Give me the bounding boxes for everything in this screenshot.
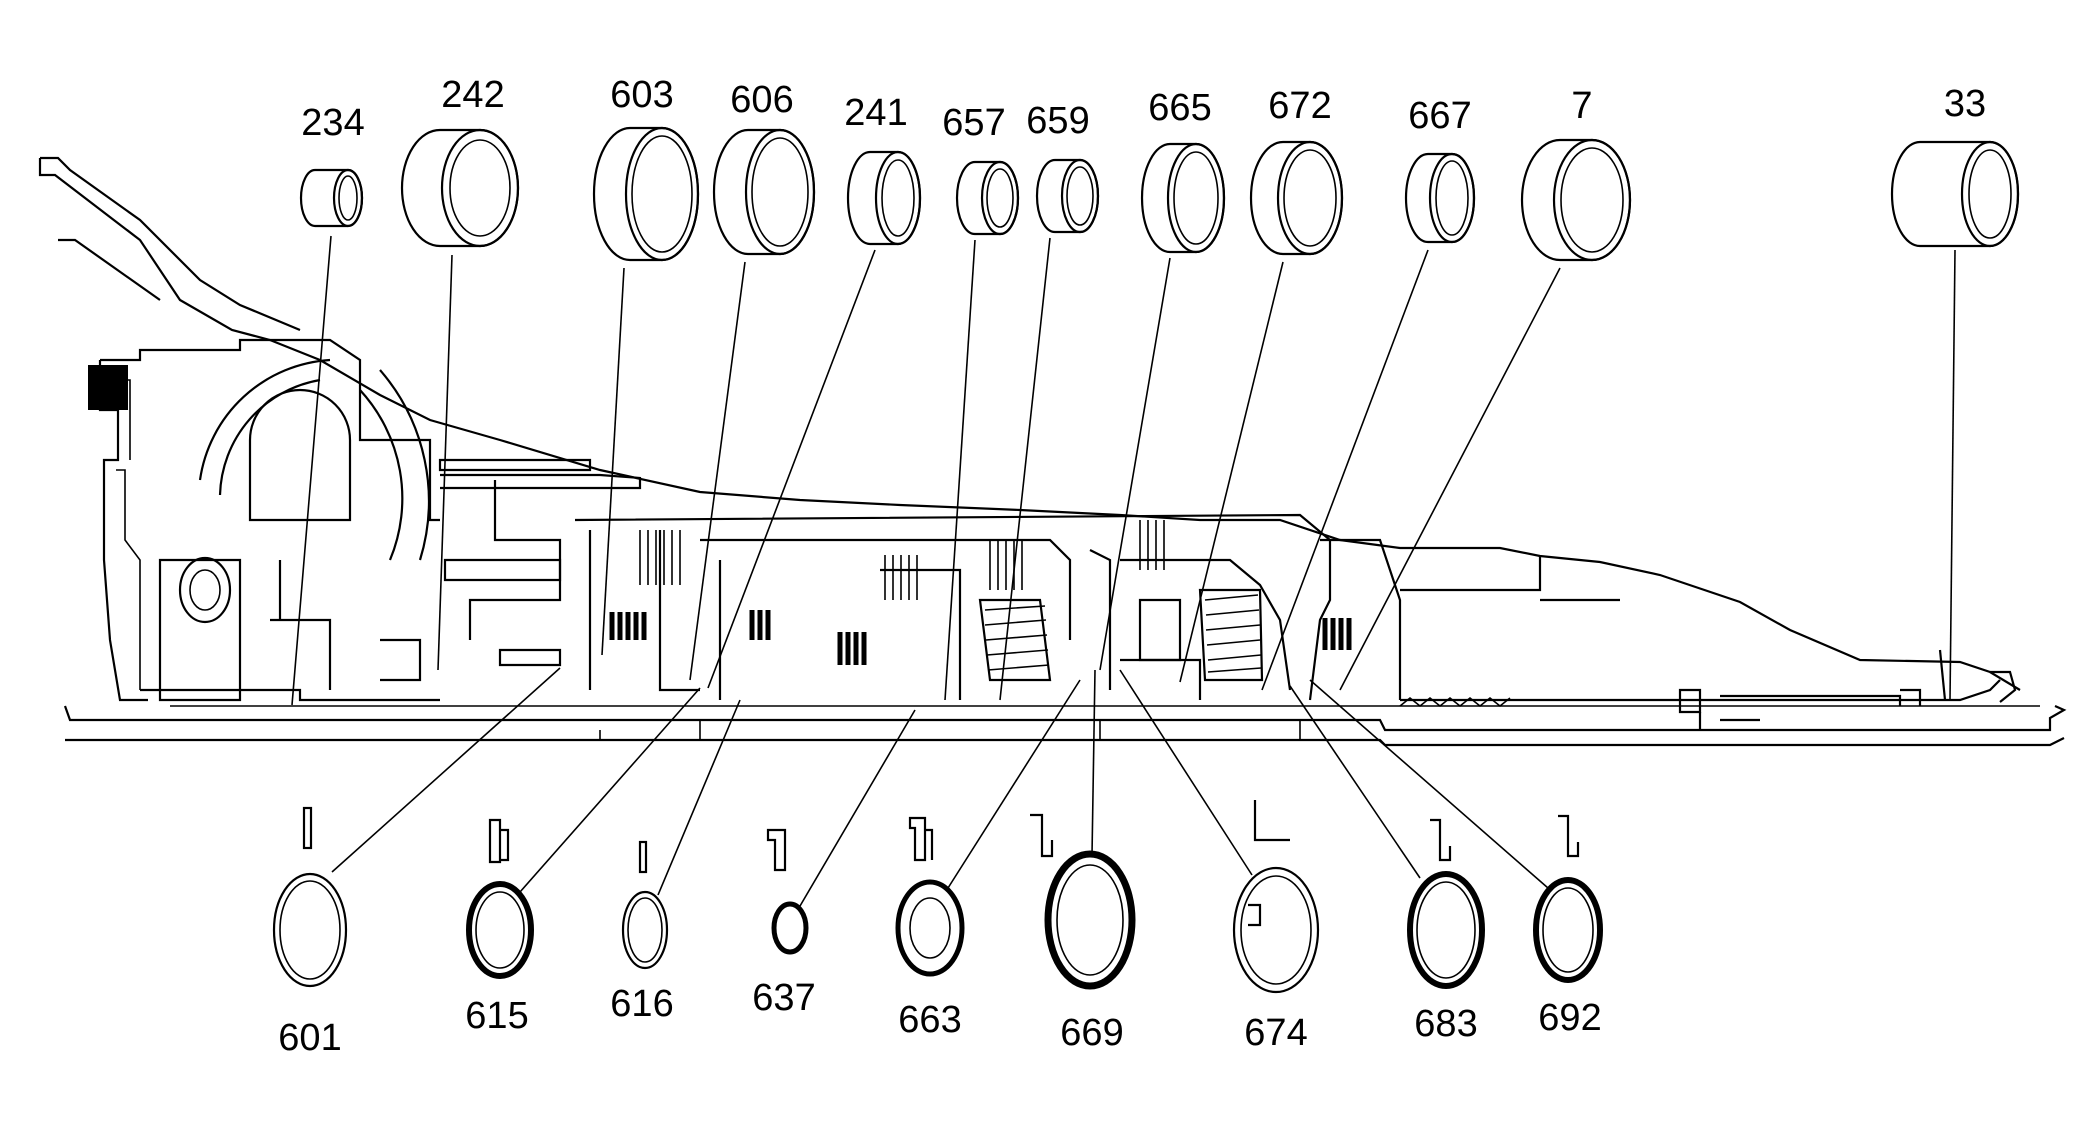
bushing-33 bbox=[1890, 140, 2020, 248]
washer-616 bbox=[621, 840, 669, 970]
callout-616: 616 bbox=[610, 983, 673, 1025]
callout-665: 665 bbox=[1148, 87, 1211, 129]
bearing-692 bbox=[1533, 814, 1603, 983]
callout-667: 667 bbox=[1408, 95, 1471, 137]
top-callout-labels: 234 242 603 606 241 657 659 665 672 667 … bbox=[301, 74, 1986, 144]
bushing-7 bbox=[1520, 138, 1632, 262]
callout-33: 33 bbox=[1944, 83, 1986, 125]
bearing-637 bbox=[766, 828, 809, 955]
callout-603: 603 bbox=[610, 74, 673, 116]
callout-606: 606 bbox=[730, 79, 793, 121]
bottom-callout-labels: 601 615 616 637 663 669 674 683 692 bbox=[278, 977, 1601, 1059]
bushing-659 bbox=[1035, 158, 1100, 234]
bushing-606 bbox=[712, 128, 816, 256]
callout-657: 657 bbox=[942, 102, 1005, 144]
bushing-672 bbox=[1249, 140, 1344, 256]
bearing-669 bbox=[1030, 813, 1136, 990]
callout-637: 637 bbox=[752, 977, 815, 1019]
bearing-683 bbox=[1407, 818, 1485, 989]
washer-601 bbox=[272, 806, 348, 988]
washer-674 bbox=[1232, 800, 1320, 994]
callout-242: 242 bbox=[441, 74, 504, 116]
top-bushings bbox=[299, 126, 2020, 262]
bushing-241 bbox=[846, 150, 922, 246]
callout-663: 663 bbox=[898, 999, 961, 1041]
callout-601: 601 bbox=[278, 1017, 341, 1059]
leader-lines bbox=[291, 235, 1956, 907]
bottom-washers bbox=[272, 800, 1603, 994]
callout-669: 669 bbox=[1060, 1012, 1123, 1054]
bearing-663 bbox=[895, 816, 965, 977]
callout-672: 672 bbox=[1268, 85, 1331, 127]
bushing-657 bbox=[955, 160, 1020, 236]
bushing-667 bbox=[1404, 152, 1476, 244]
callout-683: 683 bbox=[1414, 1003, 1477, 1045]
bearing-615 bbox=[466, 818, 534, 979]
callout-241: 241 bbox=[844, 92, 907, 134]
bushing-603 bbox=[592, 126, 700, 262]
transmission-cross-section bbox=[38, 156, 2067, 747]
bushing-665 bbox=[1140, 142, 1226, 254]
callout-234: 234 bbox=[301, 102, 364, 144]
callout-692: 692 bbox=[1538, 997, 1601, 1039]
callout-659: 659 bbox=[1026, 100, 1089, 142]
callout-7: 7 bbox=[1571, 85, 1592, 127]
callout-615: 615 bbox=[465, 995, 528, 1037]
bushing-234 bbox=[299, 168, 364, 228]
bushing-242 bbox=[400, 128, 520, 248]
callout-674: 674 bbox=[1244, 1012, 1307, 1054]
